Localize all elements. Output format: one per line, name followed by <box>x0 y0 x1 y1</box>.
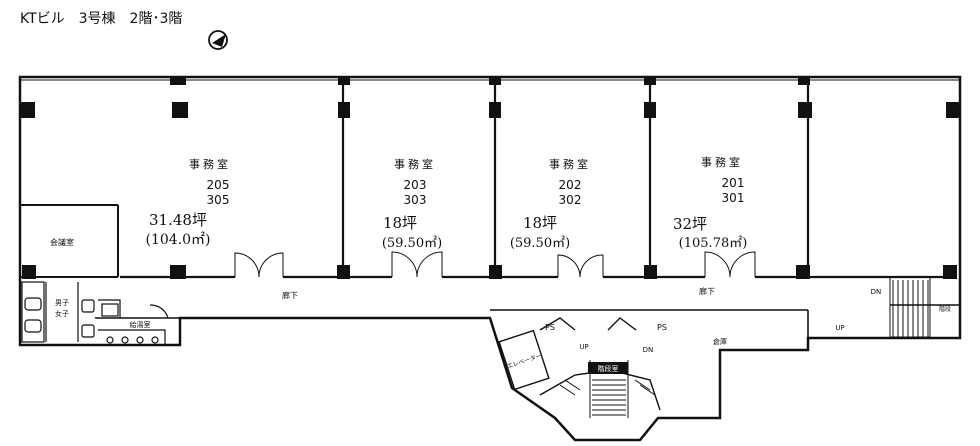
right-stair-down-label: DN <box>871 288 882 296</box>
right-stair-up-label: UP <box>835 324 844 332</box>
room-number-alt: 302 <box>559 193 582 207</box>
corridor-label-left: 廊下 <box>282 290 298 300</box>
center-core <box>498 317 661 418</box>
corridor-label-right: 廊下 <box>699 286 715 296</box>
toilet-women-label: 女子 <box>55 309 69 318</box>
ps-label-left: PS <box>545 323 555 332</box>
room-203: 事務室 203 303 18坪 (59.50㎡) <box>382 157 442 251</box>
right-stair <box>889 276 960 338</box>
exterior-walls <box>18 75 962 442</box>
stair-down-label: DN <box>643 346 654 354</box>
room-area-sqm: (104.0㎡) <box>145 232 210 248</box>
stair-up-label: UP <box>579 343 588 351</box>
room-number-alt: 301 <box>722 191 745 205</box>
room-number-alt: 303 <box>404 193 427 207</box>
center-stair-treads <box>559 379 656 416</box>
room-area-tsubo: 18坪 <box>523 214 557 232</box>
room-area-sqm: (105.78㎡) <box>679 236 748 251</box>
room-area-sqm: (59.50㎡) <box>382 236 442 251</box>
room-type-label: 事務室 <box>701 155 743 169</box>
room-area-tsubo: 31.48坪 <box>149 211 207 229</box>
room-number: 203 <box>404 178 427 192</box>
elevator-label: エレベーター <box>506 352 543 371</box>
room-area-tsubo: 18坪 <box>383 214 417 232</box>
office-doors <box>234 251 756 278</box>
structural-columns <box>21 77 960 279</box>
room-number-alt: 305 <box>207 193 230 207</box>
toilet-men-label: 男子 <box>55 299 69 307</box>
room-type-label: 事務室 <box>549 157 591 171</box>
storage-label: 倉庫 <box>713 337 727 346</box>
room-number: 205 <box>207 178 230 192</box>
room-area-tsubo: 32坪 <box>673 215 707 233</box>
room-type-label: 事務室 <box>394 157 436 171</box>
toilet-block <box>21 281 169 345</box>
kitchen-label: 給湯室 <box>130 320 151 329</box>
room-area-sqm: (59.50㎡) <box>510 236 570 251</box>
small-room-label: 会議室 <box>50 237 74 247</box>
room-205: 事務室 205 305 31.48坪 (104.0㎡) <box>145 157 231 248</box>
room-number: 201 <box>722 176 745 190</box>
landing-block <box>588 362 628 374</box>
room-number: 202 <box>559 178 582 192</box>
room-202: 事務室 202 302 18坪 (59.50㎡) <box>510 157 591 251</box>
room-type-label: 事務室 <box>189 157 231 171</box>
right-stair-treads <box>892 280 929 337</box>
right-stair-label: 階段 <box>939 305 951 313</box>
room-201: 事務室 201 301 32坪 (105.78㎡) <box>673 155 747 251</box>
north-arrow-icon <box>208 30 228 50</box>
landing-label: 階段室 <box>598 364 619 373</box>
ps-label-right: PS <box>657 323 667 332</box>
plan-title: KTビル 3号棟 2階･3階 <box>20 11 182 27</box>
